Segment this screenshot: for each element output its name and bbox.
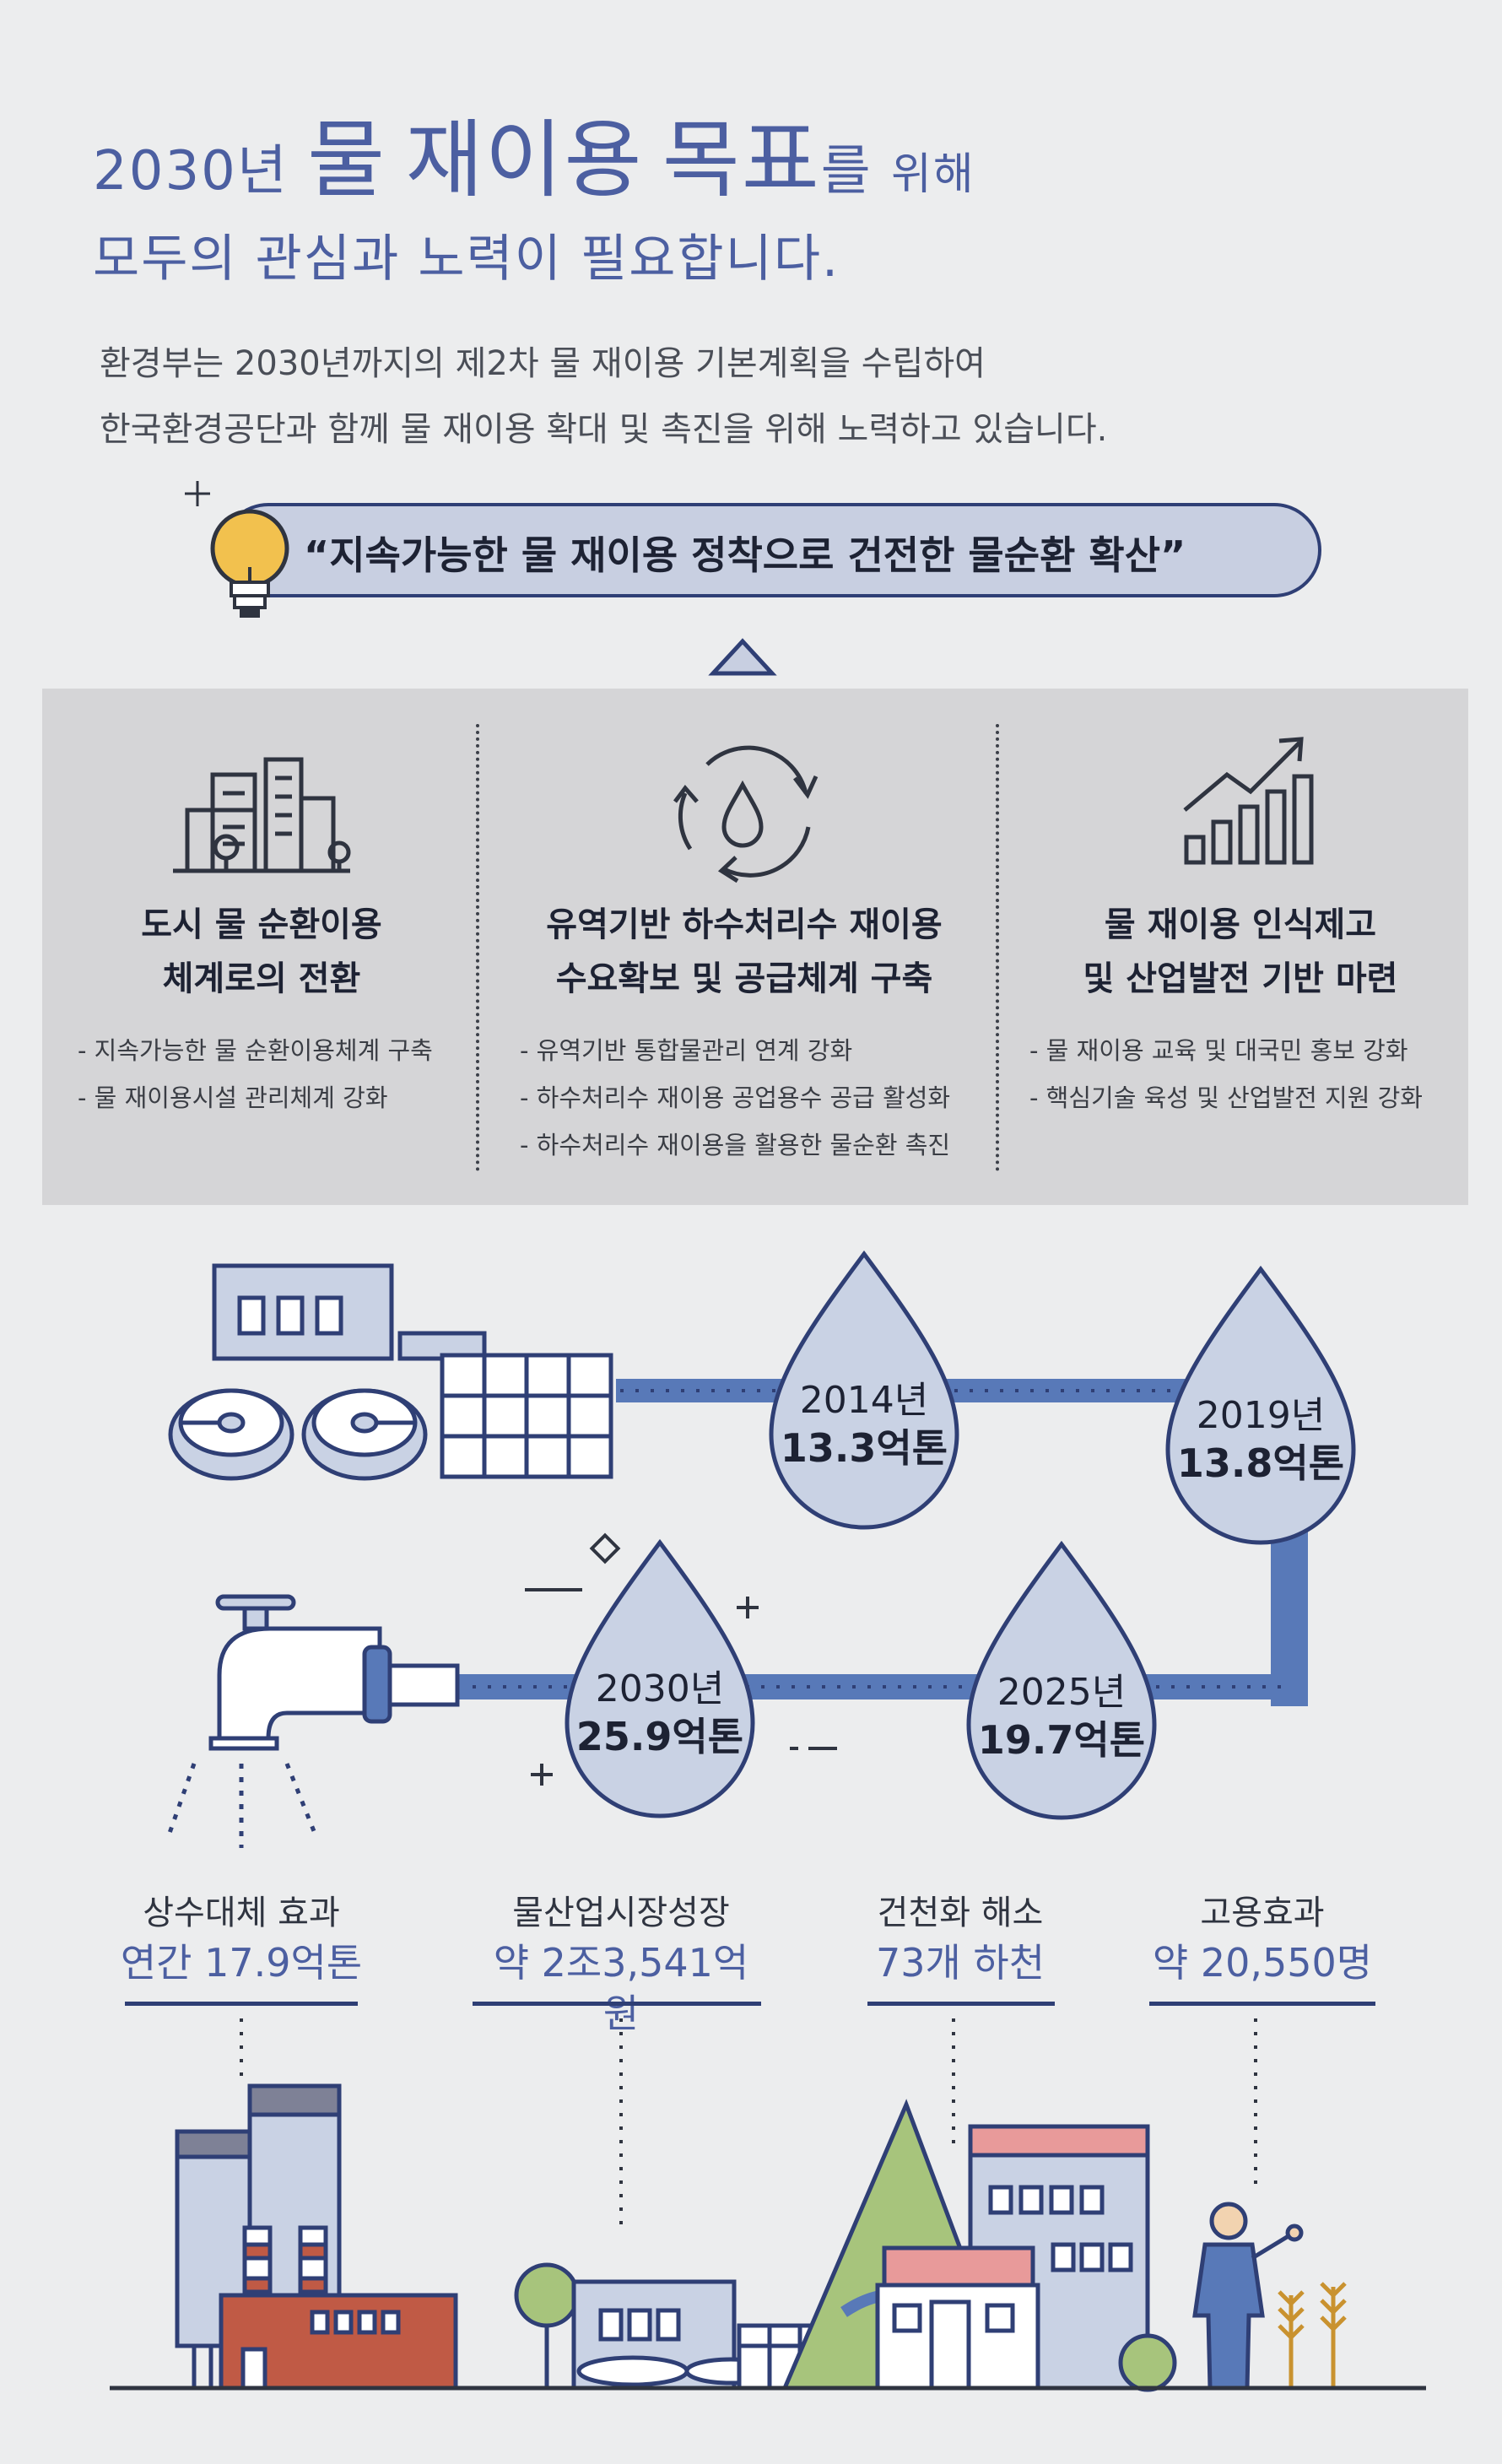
effect-underline <box>1149 2002 1375 2006</box>
strategy-1-item: - 물 재이용시설 관리체계 강화 <box>78 1083 388 1112</box>
faucet-icon <box>166 1594 460 1848</box>
column-divider <box>476 724 479 1171</box>
water-drop-icon <box>769 1250 959 1530</box>
up-triangle-icon <box>708 638 777 676</box>
effect-market-growth: 물산업시장성장 약 2조3,541억원 <box>493 1894 749 2036</box>
water-drop-icon <box>966 1540 1157 1820</box>
sparkle-icon <box>525 1532 837 1786</box>
strategy-1-title: 도시 물 순환이용 체계로의 전환 <box>141 905 382 998</box>
city-buildings-icon <box>173 757 351 873</box>
strategy-2-item: - 하수처리수 재이용을 활용한 물순환 촉진 <box>520 1131 951 1159</box>
effect-underline <box>473 2002 761 2006</box>
strategy-3-title: 물 재이용 인식제고 및 산업발전 기반 마련 <box>1083 905 1398 998</box>
title-reul: 를 <box>820 140 873 203</box>
wheat-icon <box>1278 2282 1347 2388</box>
drop-2025: 2025년 19.7억톤 <box>977 1671 1146 1763</box>
title-mul: 물 <box>307 111 387 209</box>
growth-chart-icon <box>1183 737 1314 865</box>
title-reuse: 재이용 <box>405 111 644 209</box>
effect-underline <box>867 2002 1055 2006</box>
intro-line-1: 환경부는 2030년까지의 제2차 물 재이용 기본계획을 수립하여 <box>100 344 986 383</box>
strategy-3-item: - 핵심기술 육성 및 산업발전 지원 강화 <box>1029 1083 1423 1112</box>
person-icon <box>1192 2202 1304 2391</box>
small-plant-icon <box>514 2262 835 2391</box>
drop-2019: 2019년 13.8억톤 <box>1176 1394 1345 1486</box>
page-title: 2030년 물 재이용 목표를 위해 <box>93 91 975 213</box>
strategy-2-item: - 하수처리수 재이용 공업용수 공급 활성화 <box>520 1083 951 1112</box>
strategy-1-item: - 지속가능한 물 순환이용체계 구축 <box>78 1036 433 1065</box>
water-drop-icon <box>565 1538 755 1818</box>
treatment-plant-icon <box>168 1263 613 1481</box>
column-divider <box>996 724 999 1171</box>
effect-dry-stream: 건천화 해소 73개 하천 <box>875 1894 1045 1986</box>
strategy-3-item: - 물 재이용 교육 및 대국민 홍보 강화 <box>1029 1036 1408 1065</box>
effect-water-substitution: 상수대체 효과 연간 17.9억톤 <box>120 1894 363 1986</box>
drop-2030: 2030년 25.9억톤 <box>575 1667 744 1759</box>
title-goal: 목표 <box>662 111 821 209</box>
water-cycle-icon <box>673 745 819 883</box>
strategy-panel <box>42 689 1468 1205</box>
water-drop-icon <box>1165 1265 1356 1545</box>
lightbulb-icon <box>185 481 289 618</box>
drop-2014: 2014년 13.3억톤 <box>780 1379 948 1471</box>
factory-icon <box>175 2083 458 2391</box>
building-icon <box>875 2124 1177 2392</box>
title-wihae: 위해 <box>891 149 975 200</box>
strategy-2-item: - 유역기반 통합물관리 연계 강화 <box>520 1036 853 1065</box>
intro-line-2: 한국환경공단과 함께 물 재이용 확대 및 촉진을 위해 노력하고 있습니다. <box>100 410 1108 449</box>
page-subtitle: 모두의 관심과 노력이 필요합니다. <box>93 230 840 289</box>
slogan-text: “지속가능한 물 재이용 정착으로 건전한 물순환 확산” <box>304 532 1186 578</box>
effect-leaders <box>240 2018 1257 2228</box>
title-year: 2030년 <box>93 140 289 203</box>
slogan-banner <box>221 503 1321 597</box>
strategy-2-title: 유역기반 하수처리수 재이용 수요확보 및 공급체계 구축 <box>546 905 943 998</box>
effect-employment: 고용효과 약 20,550명 <box>1152 1894 1373 1986</box>
effect-underline <box>125 2002 358 2006</box>
